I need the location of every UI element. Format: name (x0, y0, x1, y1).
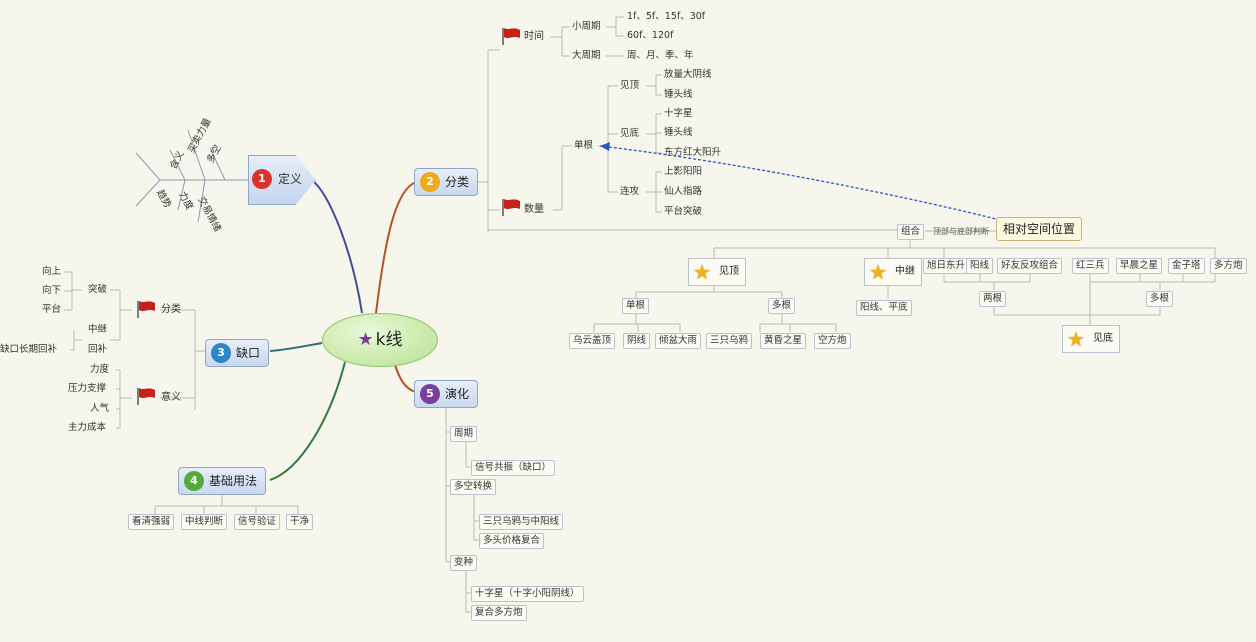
gap-breakout-down[interactable]: 向下 (42, 285, 62, 296)
single-attack-item-3[interactable]: 平台突破 (664, 206, 703, 217)
combo-top-node[interactable]: ★ 见顶 (688, 258, 746, 286)
number-three-icon: 3 (211, 343, 231, 363)
combo-note: 顶部与底部判断 (933, 227, 989, 236)
combo-bottom-single-item-1[interactable]: 旭日东升 (923, 258, 970, 274)
red-flag-icon (137, 388, 155, 405)
single-bottom-item-3[interactable]: 东方红大阳升 (664, 147, 722, 158)
combo-bottom-single[interactable]: 两根 (979, 291, 1007, 307)
evo-variant-label[interactable]: 变种 (450, 555, 478, 571)
single-bottom-label[interactable]: 见底 (620, 128, 640, 139)
basic-item-3[interactable]: 信号验证 (234, 514, 281, 530)
combo-bottom-label: 见底 (1093, 333, 1113, 344)
evo-variant-item-2[interactable]: 复合多方炮 (471, 605, 527, 621)
evo-cycle-label[interactable]: 周期 (450, 426, 478, 442)
evo-cycle-item[interactable]: 信号共振（缺口） (471, 460, 556, 476)
number-one-icon: 1 (252, 169, 272, 189)
combo-bottom-multi-item-1[interactable]: 红三兵 (1072, 258, 1109, 274)
small-period-label[interactable]: 小周期 (572, 21, 601, 32)
combo-bottom-multi-item-4[interactable]: 多方炮 (1210, 258, 1247, 274)
gold-star-icon: ★ (693, 260, 711, 284)
large-period-label[interactable]: 大周期 (572, 50, 601, 61)
gap-title: 缺口 (236, 346, 261, 360)
combo-top-multi-item-1[interactable]: 三只乌鸦 (706, 333, 753, 349)
single-top-item-1[interactable]: 放量大阴线 (664, 69, 712, 80)
time-label[interactable]: 时间 (524, 31, 544, 42)
evo-switch-item-1[interactable]: 三只乌鸦与中阳线 (479, 514, 564, 530)
number-four-icon: 4 (184, 471, 204, 491)
gap-meaning-item-3[interactable]: 人气 (90, 403, 110, 414)
number-five-icon: 5 (420, 384, 440, 404)
definition-node[interactable]: 1 定义 (252, 169, 312, 191)
combo-bottom-single-item-3[interactable]: 好友反攻组合 (997, 258, 1063, 274)
large-period-item[interactable]: 周、月、季、年 (627, 50, 694, 61)
small-period-item-1[interactable]: 1f、5f、15f、30f (627, 11, 706, 22)
red-flag-icon (502, 199, 520, 216)
number-two-icon: 2 (420, 172, 440, 192)
combo-bottom-multi-item-2[interactable]: 早晨之星 (1116, 258, 1163, 274)
gap-breakout-flat[interactable]: 平台 (42, 304, 62, 315)
relative-position-node[interactable]: 相对空间位置 (996, 217, 1083, 241)
gap-node[interactable]: 3 缺口 (205, 339, 270, 367)
star-icon: ★ (357, 329, 374, 350)
gap-types-label[interactable]: 分类 (161, 304, 181, 315)
single-attack-item-1[interactable]: 上影阳阳 (664, 166, 703, 177)
combo-mid-node[interactable]: ★ 中继 (864, 258, 922, 286)
single-attack-item-2[interactable]: 仙人指路 (664, 186, 703, 197)
combo-mid-label: 中继 (895, 266, 915, 277)
evo-switch-item-2[interactable]: 多头价格复合 (479, 533, 545, 549)
combo-bottom-node[interactable]: ★ 见底 (1062, 325, 1120, 353)
combo-top-label: 见顶 (719, 266, 739, 277)
red-flag-icon (502, 28, 520, 45)
center-label: k线 (375, 330, 403, 350)
combo-top-single-item-2[interactable]: 阴线 (623, 333, 651, 349)
definition-title: 定义 (278, 172, 303, 186)
single-bottom-item-2[interactable]: 锤头线 (664, 127, 693, 138)
combo-top-single-item-1[interactable]: 乌云盖顶 (569, 333, 616, 349)
gap-meaning-item-2[interactable]: 压力支撑 (68, 383, 107, 394)
combo-top-multi-item-2[interactable]: 黄昏之星 (760, 333, 807, 349)
gap-fill-label[interactable]: 回补 (88, 344, 108, 355)
center-node[interactable]: ★k线 (322, 313, 438, 367)
evolution-node[interactable]: 5 演化 (414, 380, 479, 408)
gap-fill-long[interactable]: 缺口长期回补 (0, 344, 58, 355)
single-bottom-item-1[interactable]: 十字星 (664, 108, 693, 119)
evo-switch-label[interactable]: 多空转换 (450, 479, 497, 495)
gap-meaning-label[interactable]: 意义 (161, 392, 181, 403)
gold-star-icon: ★ (869, 260, 887, 284)
combo-top-single[interactable]: 单根 (622, 298, 650, 314)
combo-bottom-multi[interactable]: 多根 (1146, 291, 1174, 307)
gap-breakout-up[interactable]: 向上 (42, 266, 62, 277)
combo-mid-item[interactable]: 阳线、平底 (856, 300, 912, 316)
basic-item-2[interactable]: 中线判断 (181, 514, 228, 530)
red-flag-icon (137, 301, 155, 318)
basic-item-1[interactable]: 看清强弱 (128, 514, 175, 530)
gap-fill-mid[interactable]: 中继 (88, 324, 108, 335)
single-top-item-2[interactable]: 锤头线 (664, 89, 693, 100)
evo-variant-item-1[interactable]: 十字星（十字小阳阴线） (471, 586, 584, 602)
gold-star-icon: ★ (1067, 327, 1085, 351)
basic-usage-title: 基础用法 (209, 474, 258, 488)
evolution-title: 演化 (445, 387, 470, 401)
single-attack-label[interactable]: 连攻 (620, 186, 640, 197)
combo-bottom-multi-item-3[interactable]: 金子塔 (1168, 258, 1205, 274)
combo-top-multi[interactable]: 多根 (768, 298, 796, 314)
combo-label[interactable]: 组合 (897, 224, 925, 240)
gap-breakout-label[interactable]: 突破 (88, 284, 108, 295)
single-candle-label[interactable]: 单根 (574, 140, 594, 151)
basic-usage-node[interactable]: 4 基础用法 (178, 467, 267, 495)
gap-meaning-item-4[interactable]: 主力成本 (68, 422, 107, 433)
gap-meaning-item-1[interactable]: 力度 (90, 364, 110, 375)
basic-item-4[interactable]: 干净 (286, 514, 314, 530)
category-title: 分类 (445, 175, 470, 189)
small-period-item-2[interactable]: 60f、120f (627, 30, 674, 41)
combo-top-multi-item-3[interactable]: 空方炮 (814, 333, 851, 349)
single-top-label[interactable]: 见顶 (620, 80, 640, 91)
category-node[interactable]: 2 分类 (414, 168, 479, 196)
combo-bottom-single-item-2[interactable]: 阳线 (966, 258, 994, 274)
count-label[interactable]: 数量 (524, 204, 544, 215)
combo-top-single-item-3[interactable]: 倾盆大雨 (655, 333, 702, 349)
